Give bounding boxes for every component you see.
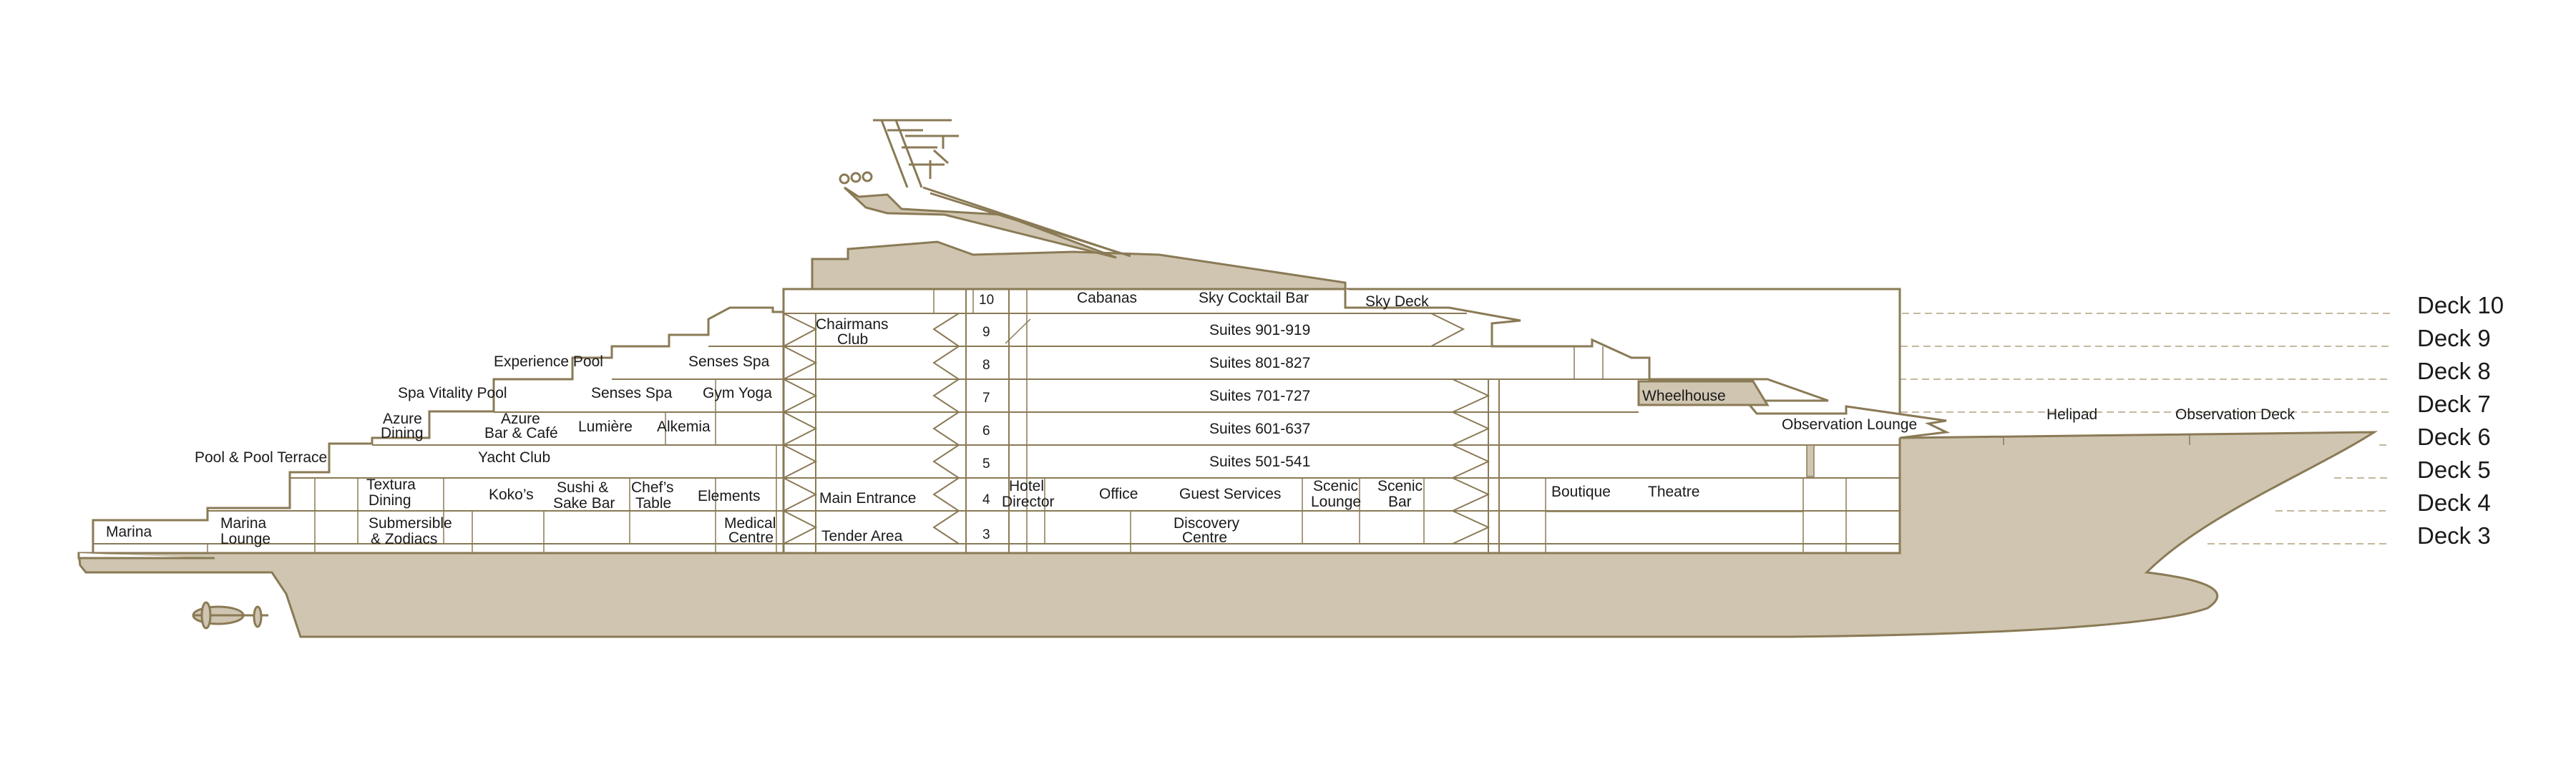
deck-label-8: Deck 8 xyxy=(2417,358,2491,384)
deck-label-7: Deck 7 xyxy=(2417,391,2491,417)
label-wheelhouse: Wheelhouse xyxy=(1642,388,1726,404)
label-scenic-bar-2: Bar xyxy=(1388,494,1412,510)
label-sky-deck: Sky Deck xyxy=(1365,293,1429,310)
hull xyxy=(77,431,2379,638)
deck-number-9: 9 xyxy=(982,325,990,340)
mast-column xyxy=(1806,444,1815,477)
deck-number-7: 7 xyxy=(982,391,990,406)
label-spa-vitality: Spa Vitality Pool xyxy=(398,385,507,401)
label-senses-spa-lower: Senses Spa xyxy=(591,385,673,401)
label-suites-7: Suites 701-727 xyxy=(1209,388,1310,404)
deck-number-10: 10 xyxy=(979,293,994,308)
stairwells xyxy=(781,289,1500,553)
label-hotel-director-1: Hotel xyxy=(1009,478,1044,494)
label-sky-cocktail: Sky Cocktail Bar xyxy=(1199,290,1309,306)
propeller xyxy=(192,601,268,630)
label-boutique: Boutique xyxy=(1551,484,1611,500)
mast xyxy=(839,119,1131,258)
label-tender-area: Tender Area xyxy=(821,528,903,544)
label-guest-services: Guest Services xyxy=(1179,486,1281,502)
label-suites-6: Suites 601-637 xyxy=(1209,421,1310,437)
label-alkemia: Alkemia xyxy=(657,419,711,435)
deck-label-3: Deck 3 xyxy=(2417,522,2491,549)
label-suites-9: Suites 901-919 xyxy=(1209,322,1310,338)
deck-label-5: Deck 5 xyxy=(2417,456,2491,483)
label-azure-dining-2: Dining xyxy=(381,425,424,441)
label-textura-1: Textura xyxy=(366,477,416,493)
label-senses-spa-upper: Senses Spa xyxy=(688,353,770,370)
deck-number-5: 5 xyxy=(982,456,990,472)
deck-labels: Deck 10 Deck 9 Deck 8 Deck 7 Deck 6 Deck… xyxy=(2417,292,2504,549)
label-main-entrance: Main Entrance xyxy=(819,490,916,507)
label-azure-dining-1: Azure xyxy=(383,411,422,427)
label-office: Office xyxy=(1099,486,1138,502)
label-experience-pool: Experience Pool xyxy=(494,353,603,370)
deck-label-4: Deck 4 xyxy=(2417,489,2491,516)
label-observation-lounge: Observation Lounge xyxy=(1782,416,1917,433)
deck-number-6: 6 xyxy=(982,424,990,439)
label-medical-2: Centre xyxy=(728,529,774,546)
label-discovery-2: Centre xyxy=(1182,529,1227,546)
label-gym-yoga: Gym Yoga xyxy=(703,385,772,401)
label-sushi-1: Sushi & xyxy=(557,479,608,496)
label-pool-terrace: Pool & Pool Terrace xyxy=(195,449,327,466)
label-azure-bar-2: Bar & Café xyxy=(484,425,558,441)
label-marina: Marina xyxy=(106,524,152,540)
deck-number-8: 8 xyxy=(982,358,990,373)
label-sushi-2: Sake Bar xyxy=(553,495,615,512)
superstructure xyxy=(77,186,1951,560)
label-submersible-1: Submersible xyxy=(369,515,452,532)
deck-label-6: Deck 6 xyxy=(2417,424,2491,450)
label-scenic-bar-1: Scenic xyxy=(1377,478,1423,494)
partitions xyxy=(207,289,2190,553)
label-scenic-lounge-1: Scenic xyxy=(1313,478,1358,494)
label-chairmans-1: Chairmans xyxy=(816,316,889,333)
deck-number-3: 3 xyxy=(982,527,990,542)
deck-numbers: 10 9 8 7 6 5 4 3 xyxy=(979,293,994,542)
label-submersible-2: & Zodiacs xyxy=(371,531,437,547)
label-observation-deck: Observation Deck xyxy=(2175,406,2295,423)
label-azure-bar-1: Azure xyxy=(501,411,540,427)
label-lumiere: Lumière xyxy=(578,419,633,435)
label-cabanas: Cabanas xyxy=(1077,290,1137,306)
label-chefs-1: Chef’s xyxy=(631,479,674,496)
label-medical-1: Medical xyxy=(724,515,776,532)
label-marina-lounge-1: Marina xyxy=(220,515,267,532)
label-kokos: Koko’s xyxy=(489,487,534,503)
label-helipad: Helipad xyxy=(2046,406,2097,423)
label-theatre: Theatre xyxy=(1648,484,1699,500)
area-labels: Marina Marina Lounge Submersible & Zodia… xyxy=(106,290,2295,547)
deck-number-4: 4 xyxy=(982,492,990,507)
label-chairmans-2: Club xyxy=(837,331,868,348)
label-suites-5: Suites 501-541 xyxy=(1209,454,1310,470)
label-marina-lounge-2: Lounge xyxy=(220,531,270,547)
label-scenic-lounge-2: Lounge xyxy=(1311,494,1361,510)
deck-label-9: Deck 9 xyxy=(2417,325,2491,351)
label-chefs-2: Table xyxy=(635,495,671,512)
label-textura-2: Dining xyxy=(369,492,411,509)
label-hotel-director-2: Director xyxy=(1002,494,1055,510)
label-yacht-club: Yacht Club xyxy=(478,449,550,466)
label-discovery-1: Discovery xyxy=(1174,515,1240,532)
deck-label-10: Deck 10 xyxy=(2417,292,2504,318)
label-elements: Elements xyxy=(698,488,761,504)
label-suites-8: Suites 801-827 xyxy=(1209,355,1310,371)
